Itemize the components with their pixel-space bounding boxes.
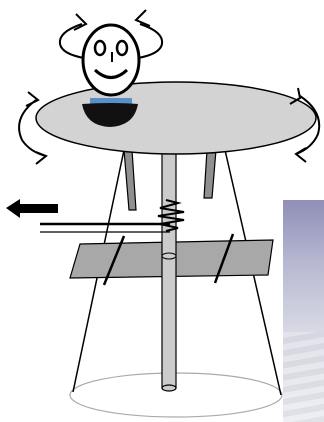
rotating-table xyxy=(36,82,316,154)
left-arrow-icon xyxy=(6,199,58,218)
push-arrow xyxy=(6,199,170,232)
central-rod xyxy=(162,140,176,391)
person-head-icon xyxy=(83,25,139,95)
